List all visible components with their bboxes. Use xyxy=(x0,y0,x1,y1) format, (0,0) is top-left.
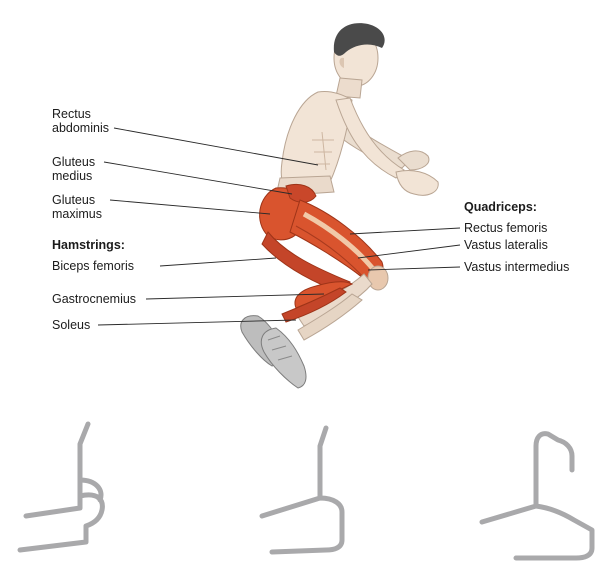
hurdle-right xyxy=(482,434,592,558)
label-gastrocnemius: Gastrocnemius xyxy=(52,292,136,306)
leader-gluteus-maximus xyxy=(110,200,270,214)
hurdle-left xyxy=(20,424,102,550)
label-gluteus-maximus-line2: maximus xyxy=(52,207,102,221)
hurdles xyxy=(20,424,592,558)
label-biceps-femoris: Biceps femoris xyxy=(52,259,134,273)
hurdle-middle xyxy=(262,428,342,552)
label-vastus-intermedius: Vastus intermedius xyxy=(464,260,569,274)
label-gluteus-medius-line2: medius xyxy=(52,169,92,183)
athlete-figure xyxy=(241,23,438,388)
label-rectus-abdominis-line2: abdominis xyxy=(52,121,109,135)
label-hamstrings-heading: Hamstrings: xyxy=(52,238,125,252)
label-gluteus-medius-line1: Gluteus xyxy=(52,155,95,169)
leader-gluteus-medius xyxy=(104,162,292,194)
label-gluteus-maximus-line1: Gluteus xyxy=(52,193,95,207)
leader-biceps-femoris xyxy=(160,258,276,266)
front-hand xyxy=(396,170,438,195)
label-soleus: Soleus xyxy=(52,318,90,332)
label-rectus-abdominis-line1: Rectus xyxy=(52,107,91,121)
leader-rectus-femoris xyxy=(350,228,460,234)
label-quadriceps-heading: Quadriceps: xyxy=(464,200,537,214)
label-vastus-lateralis: Vastus lateralis xyxy=(464,238,548,252)
label-rectus-femoris: Rectus femoris xyxy=(464,221,547,235)
